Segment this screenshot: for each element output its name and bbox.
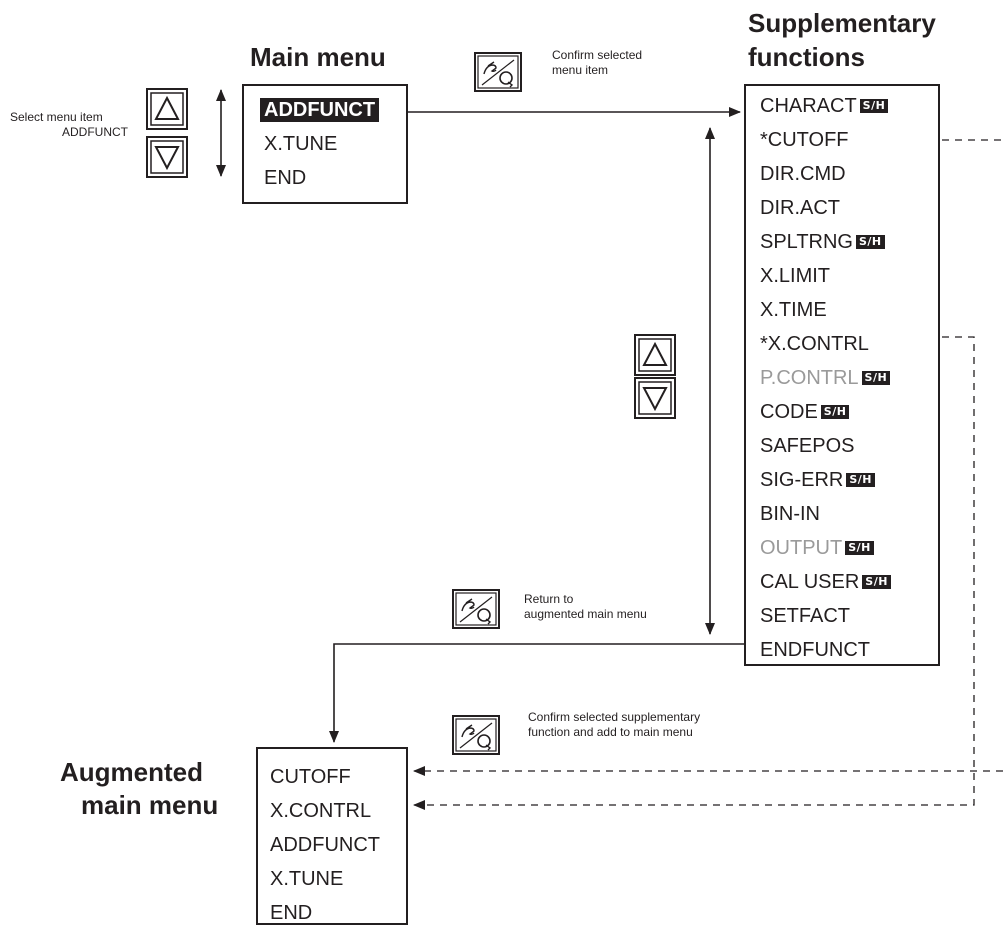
sh-badge: S/H [861, 371, 891, 385]
main-menu-box: ADDFUNCT X.TUNE END [242, 84, 408, 204]
return-note-line1: Return to [524, 592, 574, 606]
xcontrl-dashed-arrow [413, 336, 975, 810]
supplementary-item[interactable]: DIR.ACT [760, 197, 840, 219]
sh-badge: S/H [862, 575, 891, 589]
return-arrow [329, 643, 744, 743]
augmented-title-line2: main menu [81, 790, 219, 820]
augmented-item-end[interactable]: END [270, 902, 313, 924]
main-menu-item-end[interactable]: END [264, 167, 307, 189]
hand-rotate-knob-icon[interactable] [474, 52, 522, 92]
supplementary-item[interactable]: X.TIME [760, 299, 827, 321]
hand-rotate-knob-icon[interactable] [452, 589, 500, 629]
supplementary-item[interactable]: SETFACT [760, 605, 851, 627]
augmented-title-line1: Augmented [60, 757, 203, 787]
main-menu-title: Main menu [250, 42, 386, 72]
supplementary-title-line1: Supplementary [748, 8, 936, 38]
sh-badge: S/H [855, 235, 885, 249]
augmented-item-cutoff[interactable]: CUTOFF [270, 766, 351, 788]
supplementary-item[interactable]: DIR.CMD [760, 163, 846, 185]
add-note-line2: function and add to main menu [528, 725, 693, 739]
supplementary-title-line2: functions [748, 42, 865, 72]
supplementary-item[interactable]: BIN-IN [760, 503, 820, 525]
add-note-line1: Confirm selected supplementary [528, 710, 701, 724]
sh-badge: S/H [820, 405, 850, 419]
supplementary-item[interactable]: SAFEPOS [760, 435, 855, 457]
supplementary-item[interactable]: X.LIMIT [760, 265, 831, 287]
down-triangle-key-icon[interactable] [634, 377, 676, 419]
supplementary-item[interactable]: *CUTOFF [760, 129, 849, 151]
main-menu-item-addfunct[interactable]: ADDFUNCT [260, 98, 380, 122]
down-triangle-key-icon[interactable] [146, 136, 188, 178]
augmented-menu-box: CUTOFF X.CONTRL ADDFUNCT X.TUNE END [256, 747, 408, 925]
main-menu-item-xtune[interactable]: X.TUNE [264, 133, 338, 155]
supplementary-item[interactable]: *X.CONTRL [760, 333, 869, 355]
supplementary-item[interactable]: ENDFUNCT [760, 639, 870, 661]
up-triangle-key-icon[interactable] [146, 88, 188, 130]
augmented-item-addfunct[interactable]: ADDFUNCT [270, 834, 380, 856]
sh-badge: S/H [845, 541, 874, 555]
confirm-note-line1: Confirm selected [552, 48, 643, 62]
augmented-item-xcontrl[interactable]: X.CONTRL [270, 800, 372, 822]
sh-badge: S/H [846, 473, 875, 487]
select-note-line2: ADDFUNCT [62, 125, 128, 139]
hand-rotate-knob-icon[interactable] [452, 715, 500, 755]
select-note-line1: Select menu item [10, 110, 103, 124]
augmented-item-xtune[interactable]: X.TUNE [270, 868, 344, 890]
sh-badge: S/H [859, 99, 889, 113]
up-triangle-key-icon[interactable] [634, 334, 676, 376]
confirm-note-line2: menu item [552, 63, 609, 77]
return-note-line2: augmented main menu [524, 607, 647, 621]
